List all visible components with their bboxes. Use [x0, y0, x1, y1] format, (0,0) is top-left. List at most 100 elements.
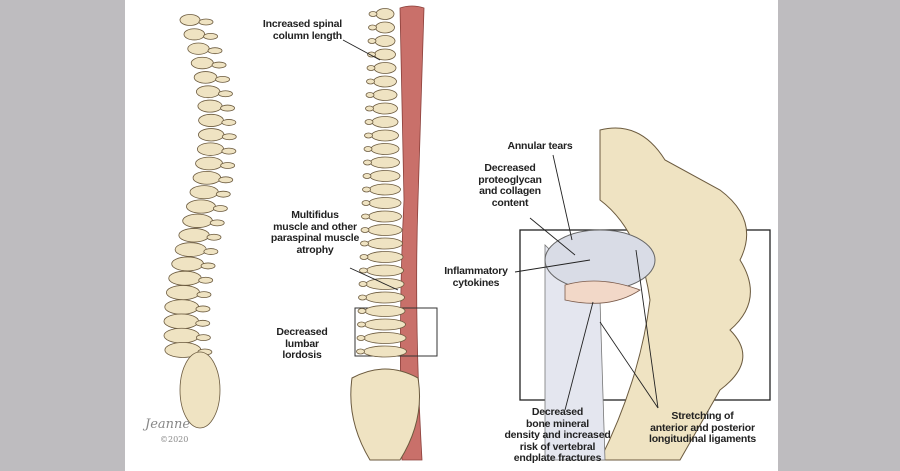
- transverse-process: [359, 267, 368, 274]
- spinous-process: [218, 176, 234, 184]
- transverse-process: [362, 173, 372, 179]
- spinous-process: [209, 219, 225, 227]
- vertebra: [372, 89, 398, 101]
- spinous-process: [211, 61, 227, 69]
- vertebra: [371, 116, 399, 128]
- spinous-process: [200, 262, 216, 270]
- spinous-process: [221, 147, 237, 155]
- vertebra: [368, 197, 402, 209]
- vertebra: [374, 35, 396, 47]
- vertebra: [174, 242, 207, 257]
- transverse-process: [368, 24, 377, 31]
- transverse-process: [364, 119, 374, 125]
- transverse-process: [361, 200, 371, 206]
- vertebra: [366, 264, 404, 277]
- vertebra: [178, 228, 210, 243]
- spinous-process: [215, 190, 231, 198]
- transverse-process: [364, 132, 373, 139]
- spinous-process: [195, 334, 211, 342]
- vertebra: [163, 327, 200, 344]
- vertebra: [183, 28, 206, 41]
- spinous-process: [220, 162, 236, 169]
- vertebra: [369, 183, 401, 196]
- lateral-spine-view: [163, 14, 237, 429]
- vertebral-endplate: [564, 280, 641, 304]
- spinous-process: [206, 233, 222, 241]
- spinous-process: [195, 305, 211, 313]
- vertebra: [370, 143, 400, 155]
- vertebra: [168, 270, 202, 286]
- vertebra: [196, 142, 225, 156]
- transverse-process: [368, 11, 378, 17]
- transverse-process: [356, 335, 366, 341]
- vertebra: [375, 21, 395, 34]
- vertebra: [198, 128, 225, 142]
- transverse-process: [358, 281, 368, 287]
- vertebra: [190, 56, 214, 70]
- posterior-spine-view: [350, 5, 438, 461]
- left-letterbox: [0, 0, 125, 471]
- spinous-process: [212, 205, 228, 212]
- transverse-process: [361, 213, 370, 220]
- transverse-process: [366, 78, 375, 85]
- transverse-process: [356, 348, 365, 355]
- transverse-process: [367, 51, 376, 58]
- vertebra: [373, 75, 397, 88]
- vertebra: [375, 8, 395, 20]
- vertebra: [364, 318, 406, 331]
- vertebra: [197, 99, 223, 113]
- right-letterbox: [778, 0, 900, 471]
- spinous-process: [203, 32, 218, 40]
- vertebra: [166, 285, 201, 301]
- vertebra: [365, 291, 405, 304]
- spinous-process: [221, 133, 237, 141]
- spinous-process: [196, 291, 212, 299]
- spinous-process: [203, 248, 219, 255]
- vertebra: [171, 256, 204, 272]
- signature-name: Jeanne: [142, 417, 190, 432]
- spinous-process: [195, 319, 211, 327]
- vertebra: [370, 156, 400, 169]
- vertebra: [163, 313, 199, 330]
- spinous-process: [215, 75, 230, 83]
- spinous-process: [198, 18, 214, 26]
- vertebra: [369, 170, 401, 182]
- transverse-process: [360, 240, 369, 247]
- vertebra: [186, 199, 216, 214]
- transverse-process: [357, 321, 366, 328]
- label-leader-lines: [342, 39, 659, 411]
- vertebra: [187, 42, 210, 55]
- transverse-process: [359, 254, 369, 260]
- transverse-process: [366, 65, 376, 71]
- spinous-process: [221, 119, 237, 126]
- transverse-process: [363, 146, 373, 152]
- spinous-process: [198, 276, 214, 284]
- spinous-process: [218, 90, 233, 98]
- vertebra: [363, 332, 407, 344]
- vertebra: [373, 62, 397, 74]
- transverse-process: [357, 308, 367, 314]
- vertebra: [179, 14, 201, 26]
- transverse-process: [358, 294, 367, 301]
- vertebra: [192, 170, 222, 185]
- label-annular-tears: Annular tears: [507, 140, 573, 152]
- transverse-process: [363, 159, 372, 166]
- transverse-process: [362, 186, 371, 193]
- signature-year: ©2020: [160, 435, 188, 444]
- spinous-process: [207, 47, 223, 55]
- transverse-process: [360, 227, 370, 233]
- vertebra: [193, 71, 218, 84]
- vertebra: [371, 129, 399, 142]
- transverse-process: [365, 92, 375, 98]
- vertebra: [363, 345, 407, 358]
- artist-signature: Jeanne ©2020: [142, 417, 190, 444]
- transverse-process: [367, 38, 377, 44]
